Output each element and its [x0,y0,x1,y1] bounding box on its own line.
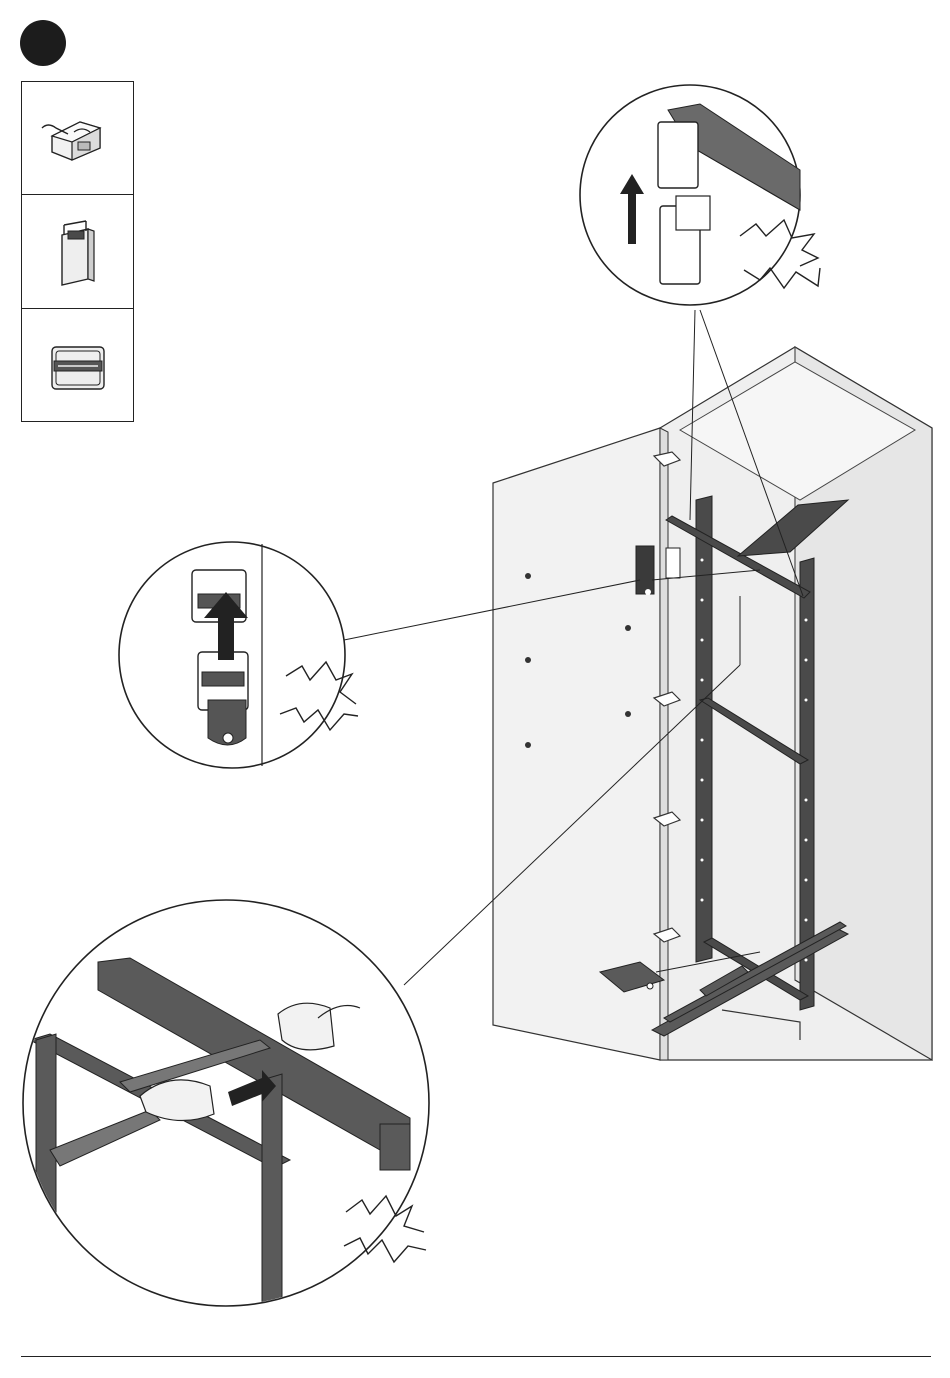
door-bracket-detail-icon [119,542,358,768]
top-clip-detail-icon [580,85,820,305]
footer-divider [21,1356,931,1357]
bottom-bracket-detail-icon [23,900,429,1320]
